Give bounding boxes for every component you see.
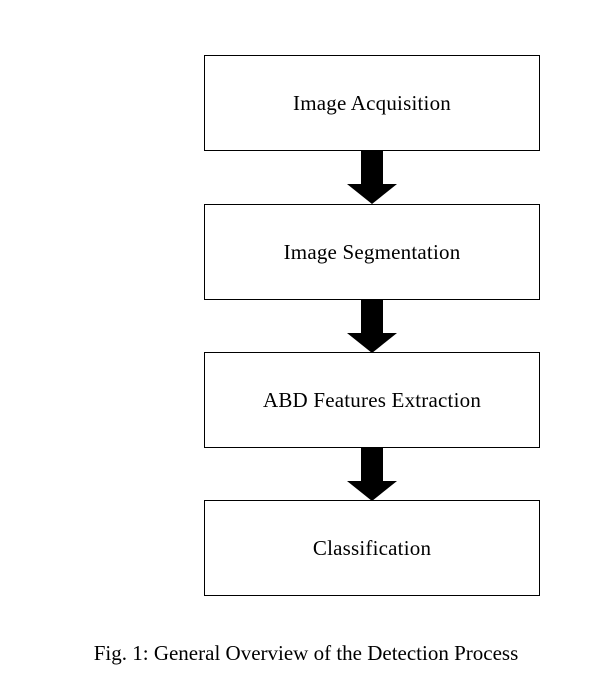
flow-step-classification: Classification xyxy=(204,500,540,596)
flow-step-image-segmentation: Image Segmentation xyxy=(204,204,540,300)
step-label: Image Acquisition xyxy=(293,90,451,115)
down-arrow-icon xyxy=(347,299,397,353)
figure-caption: Fig. 1: General Overview of the Detectio… xyxy=(93,641,519,665)
down-arrow-icon xyxy=(347,447,397,501)
step-label: Classification xyxy=(312,535,432,560)
flow-step-abd-features-extraction: ABD Features Extraction xyxy=(204,352,540,448)
step-label: ABD Features Extraction xyxy=(262,387,482,412)
step-label: Image Segmentation xyxy=(283,239,461,264)
flow-step-image-acquisition: Image Acquisition xyxy=(204,55,540,151)
down-arrow-icon xyxy=(347,150,397,204)
